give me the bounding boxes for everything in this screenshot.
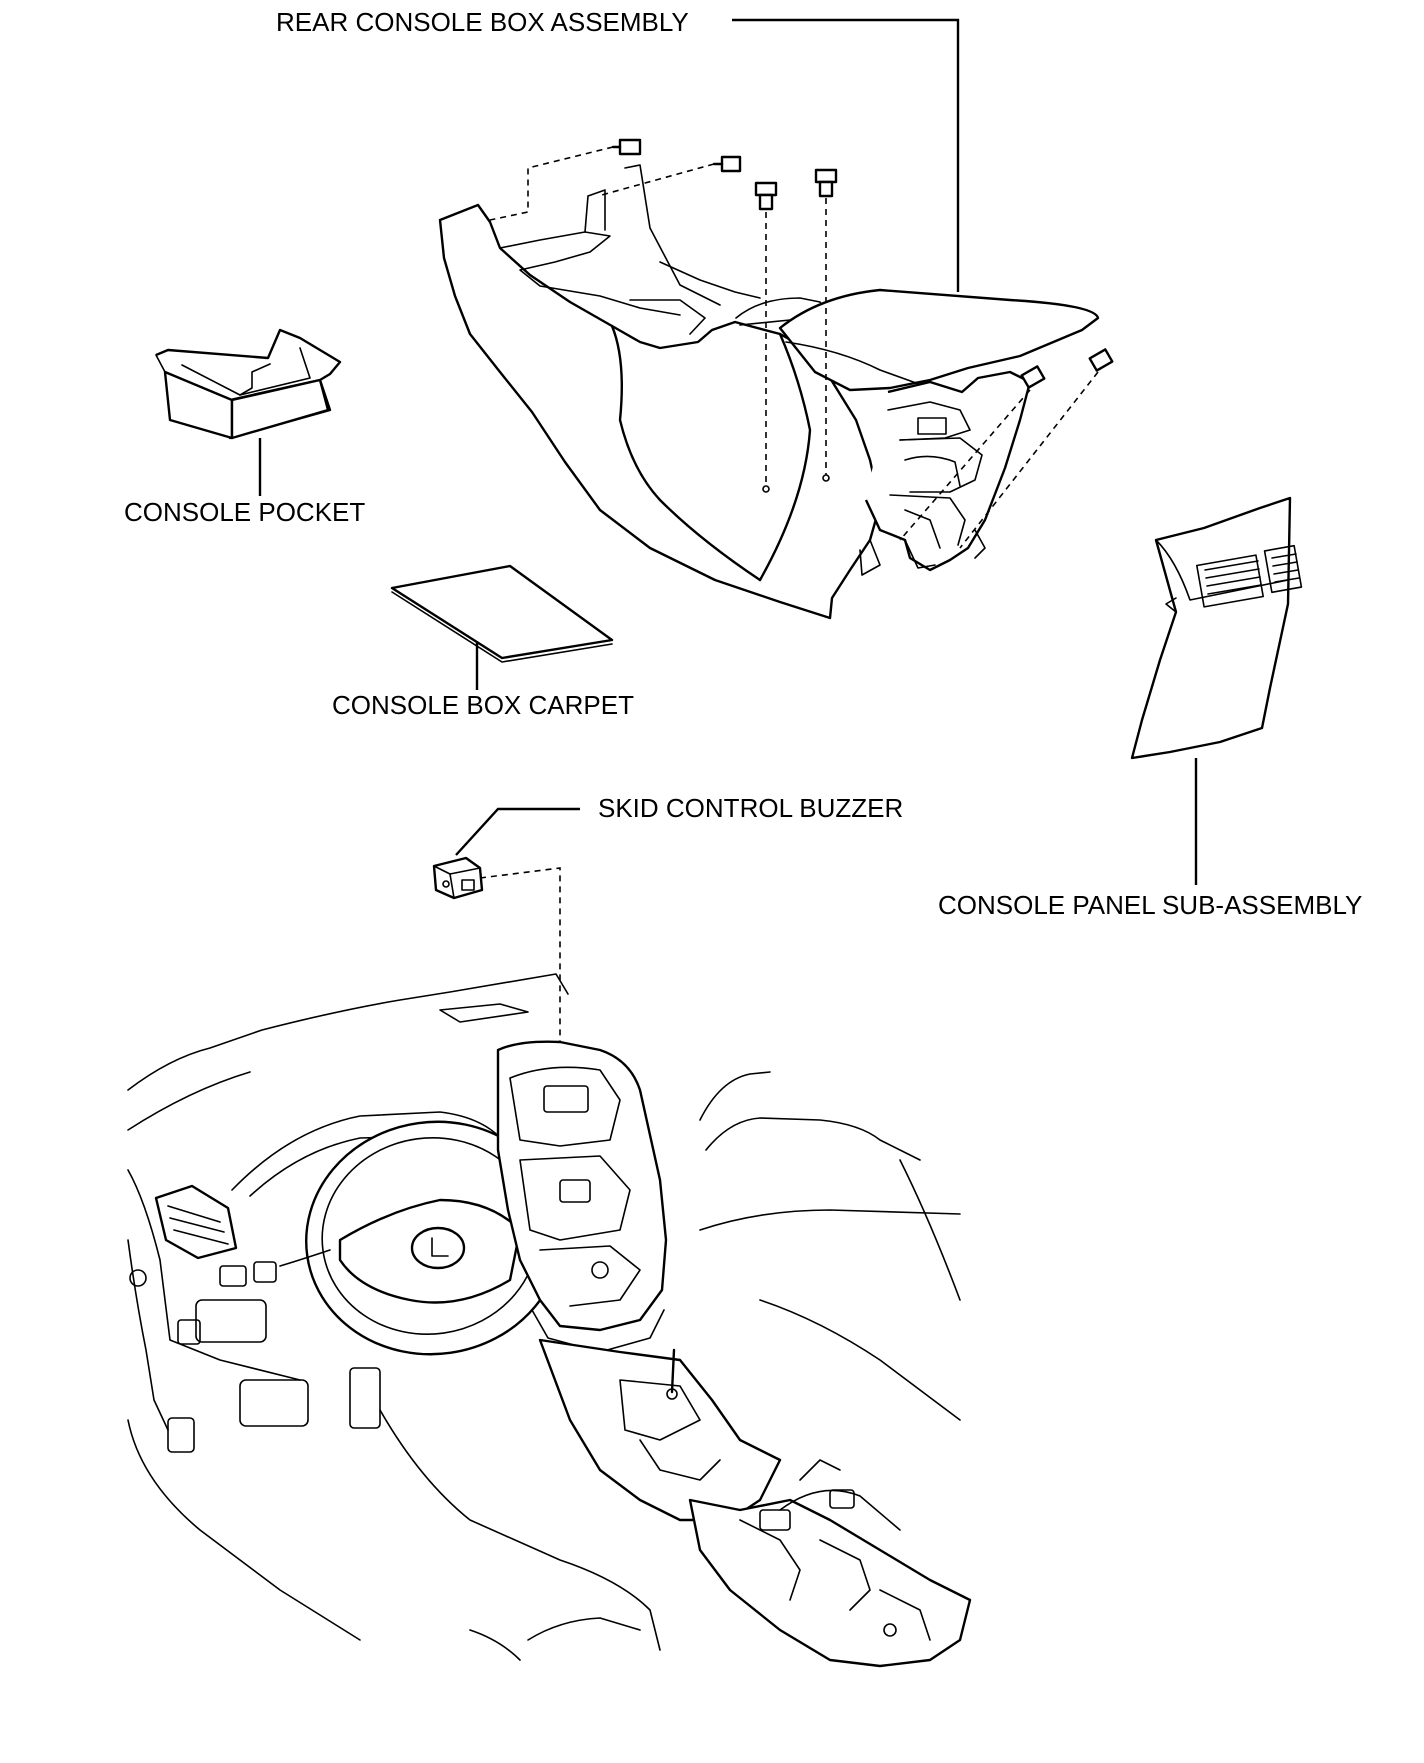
bolt-icon — [1088, 348, 1114, 372]
console-pocket — [155, 328, 342, 440]
lexus-logo-icon — [410, 1226, 466, 1270]
rear-console-box-assembly — [438, 164, 1100, 620]
console-panel-sub-assembly — [1130, 496, 1303, 760]
bolt-icon — [611, 138, 642, 156]
label-console-panel-sub-assembly: CONSOLE PANEL SUB-ASSEMBLY — [938, 890, 1362, 920]
bolt-icon — [712, 155, 742, 173]
label-console-box-carpet: CONSOLE BOX CARPET — [332, 690, 634, 720]
leader-rear-console-box — [732, 18, 960, 292]
skid-control-buzzer — [432, 856, 484, 900]
buzzer-install-line — [479, 867, 561, 1170]
leader-skid-control-buzzer — [455, 807, 580, 856]
console-box-carpet — [390, 564, 614, 663]
bolt-icon — [814, 168, 838, 198]
vent-icon — [1204, 553, 1300, 595]
rear-console-bolts — [489, 138, 1114, 549]
label-skid-control-buzzer: SKID CONTROL BUZZER — [598, 793, 903, 823]
label-console-pocket: CONSOLE POCKET — [124, 497, 365, 527]
label-rear-console-box-assembly: REAR CONSOLE BOX ASSEMBLY — [276, 7, 689, 37]
bolt-icon — [754, 181, 778, 211]
bolt-icon — [1020, 365, 1046, 389]
vehicle-interior — [127, 973, 972, 1668]
